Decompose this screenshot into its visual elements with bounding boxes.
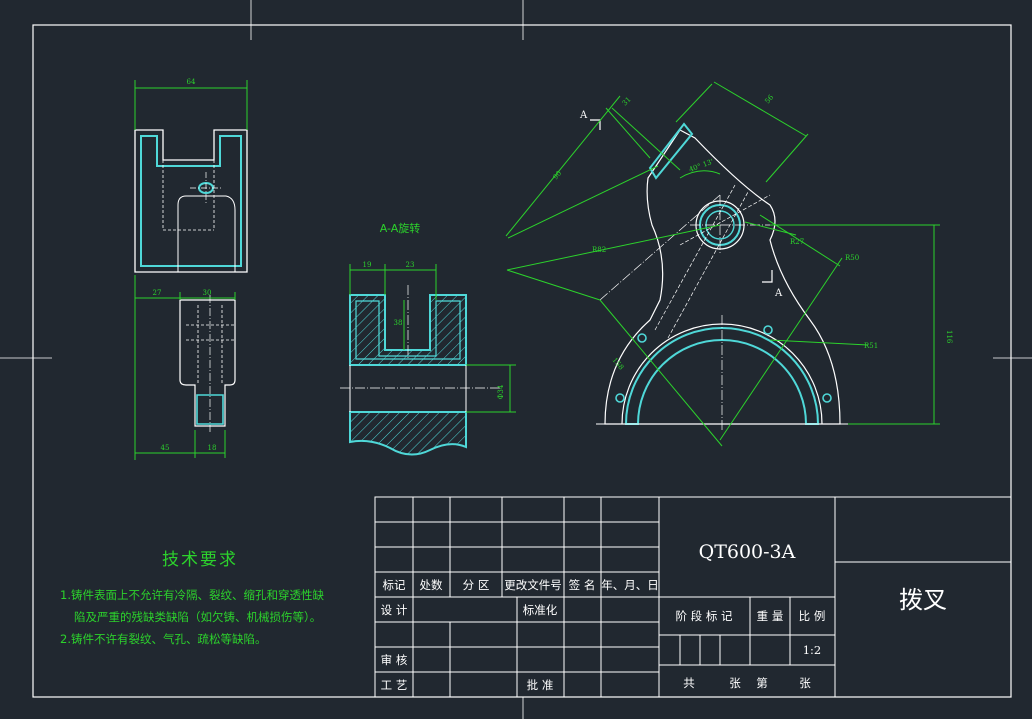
material: QT600-3A (699, 541, 796, 563)
tech-requirement-1: 1.铸件表面上不允许有冷隔、裂纹、缩孔和穿透性缺 (60, 588, 324, 602)
process-label: 工 艺 (381, 678, 408, 692)
dim-section-slot: 23 (406, 261, 415, 269)
side-view: A A 31 56 90 40° 13' R82 R27 (505, 81, 953, 447)
sheet-total: 共 (683, 676, 695, 690)
dim-mid-width: 30 (203, 289, 212, 297)
dim-diag-left: 90 (551, 169, 563, 181)
section-title: A-A旋转 (380, 221, 421, 235)
sheet-num: 第 (756, 676, 768, 690)
dim-bottom-right: 18 (208, 444, 217, 452)
weight-label: 重 量 (757, 609, 784, 623)
dim-height-right: 116 (945, 330, 953, 344)
approve-label: 批 准 (527, 678, 554, 692)
dim-section-left: 19 (363, 261, 372, 269)
title-block (374, 496, 1012, 698)
dim-left-offset: 27 (153, 289, 162, 297)
dim-bottom-left: 45 (161, 444, 170, 452)
dim-radius-r27: R27 (790, 238, 804, 246)
header-change-doc: 更改文件号 (504, 578, 562, 592)
dim-diag-top-2: 56 (763, 93, 775, 105)
standard-label: 标准化 (523, 603, 558, 617)
sheet-unit-1: 张 (729, 676, 741, 690)
header-zone: 分 区 (463, 578, 490, 592)
title-block-text: 标记 处数 分 区 更改文件号 签 名 年、月、日 设 计 标准化 审 核 工 … (381, 541, 947, 692)
design-label: 设 计 (381, 603, 408, 617)
tech-requirements-title: 技术要求 (162, 550, 238, 570)
sheet-unit-2: 张 (799, 676, 811, 690)
tech-requirements: 技术要求 1.铸件表面上不允许有冷隔、裂纹、缩孔和穿透性缺 陷及严重的残缺类缺陷… (60, 545, 360, 650)
header-signature: 签 名 (569, 578, 596, 592)
front-view: 64 27 30 45 18 (134, 78, 248, 460)
dim-radius-r50: R50 (845, 254, 859, 262)
part-name: 拨叉 (899, 586, 947, 614)
stage-label: 阶 段 标 记 (676, 609, 733, 623)
front-view-shaft (179, 299, 236, 427)
dim-radius-r51: R51 (864, 342, 878, 350)
front-view-upper-body (134, 129, 248, 273)
scale-value: 1:2 (803, 643, 822, 657)
header-count: 处数 (420, 578, 443, 592)
section-mark-bottom: A (774, 288, 783, 299)
section-view: A-A旋转 19 23 38 Φ34 (340, 221, 516, 456)
header-date: 年、月、日 (601, 578, 659, 592)
dim-top-width: 64 (187, 78, 196, 86)
section-mark-top: A (579, 110, 588, 121)
header-mark: 标记 (383, 578, 406, 592)
dim-section-hole: Φ34 (497, 384, 505, 399)
section-lower-boss (349, 411, 467, 456)
side-view-outline (604, 129, 841, 425)
review-label: 审 核 (381, 653, 408, 667)
dim-radius-large: R82 (592, 246, 606, 254)
scale-label: 比 例 (799, 609, 826, 623)
tech-requirement-1-cont: 陷及严重的残缺类缺陷（如欠铸、机械损伤等）。 (74, 610, 322, 624)
tech-requirement-2: 2.铸件不许有裂纹、气孔、疏松等缺陷。 (60, 632, 267, 646)
dim-diag-top-1: 31 (621, 95, 633, 107)
dim-diag-bottom: 158 (610, 356, 625, 371)
dim-section-depth: 38 (394, 319, 403, 327)
